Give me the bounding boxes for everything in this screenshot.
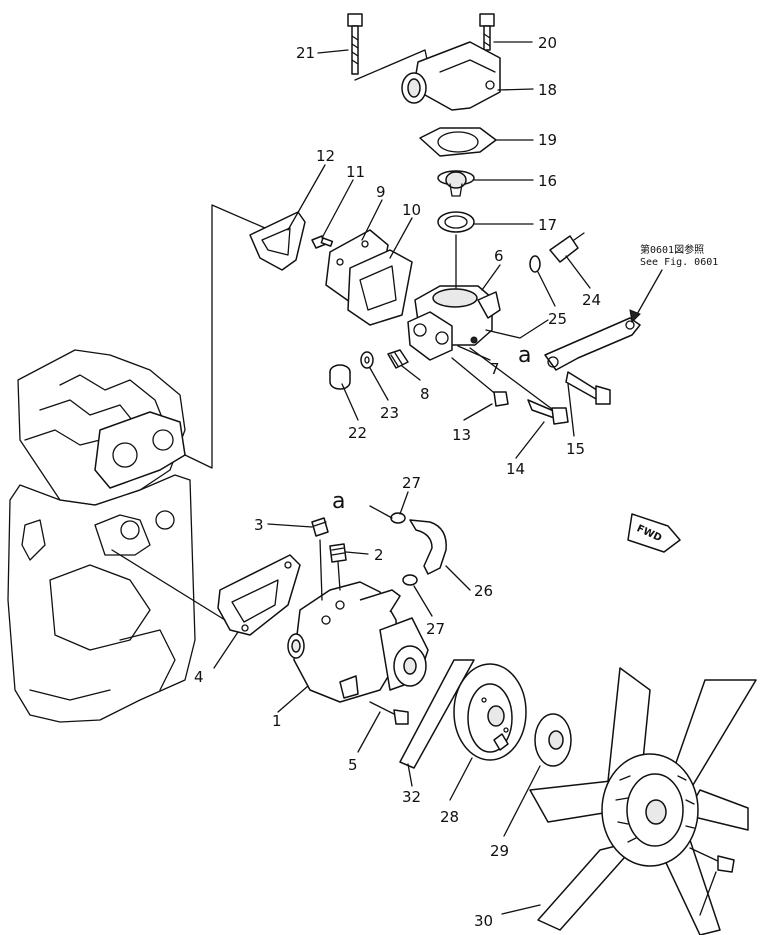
plug-22 (329, 364, 351, 390)
callout-8: 8 (420, 385, 430, 403)
leader-block-to-4 (111, 549, 226, 621)
callout-20: 20 (538, 34, 557, 52)
bolt-20 (479, 13, 495, 51)
callout-12: 12 (316, 147, 335, 165)
marker-a-hose: a (332, 489, 345, 514)
callout-26: 26 (474, 582, 493, 600)
leader-block-to-12 (184, 204, 266, 469)
engine-block (7, 349, 196, 723)
reference-note: 第0601図参照 See Fig. 0601 (629, 243, 718, 324)
bolt-21 (347, 13, 363, 75)
gasket-10 (347, 249, 413, 326)
callout-6: 6 (494, 247, 504, 265)
callout-5: 5 (348, 756, 358, 774)
callout-25: 25 (548, 310, 567, 328)
gasket-4 (217, 554, 301, 636)
fan-30 (529, 667, 757, 935)
sensor-24 (549, 232, 585, 263)
plug-3 (311, 517, 329, 537)
callout-9: 9 (376, 183, 386, 201)
spacer-29 (534, 713, 572, 767)
bolt-13 (451, 357, 509, 407)
callout-27-lower: 27 (426, 620, 445, 638)
callout-32: 32 (402, 788, 421, 806)
leader-a-hose (369, 505, 393, 519)
callout-labels: 21 20 18 19 16 17 12 11 9 10 6 7 a 22 23… (194, 34, 601, 930)
marker-a-housing: a (518, 343, 531, 368)
clamp-27-upper (390, 512, 406, 524)
callout-11: 11 (346, 163, 365, 181)
gasket-19 (419, 127, 497, 157)
reference-note-en: See Fig. 0601 (640, 257, 718, 268)
plug-8 (387, 349, 409, 369)
callout-15: 15 (566, 440, 585, 458)
callout-2: 2 (374, 546, 384, 564)
callout-13: 13 (452, 426, 471, 444)
hose-26 (409, 519, 447, 575)
callout-3: 3 (254, 516, 264, 534)
v-belt-32 (399, 659, 475, 769)
thermostat-16 (437, 170, 475, 197)
bolt-5 (369, 701, 409, 725)
callout-18: 18 (538, 81, 557, 99)
gasket-12 (249, 211, 306, 271)
callout-14: 14 (506, 460, 525, 478)
callout-19: 19 (538, 131, 557, 149)
thermostat-elbow-18 (401, 41, 501, 111)
thermostat-housing-6 (407, 285, 501, 361)
callout-1: 1 (272, 712, 282, 730)
callout-29: 29 (490, 842, 509, 860)
bolt-11 (311, 235, 334, 249)
pulley-28 (453, 663, 527, 761)
callout-22: 22 (348, 424, 367, 442)
callout-23: 23 (380, 404, 399, 422)
callout-21: 21 (296, 44, 315, 62)
washer-23 (360, 351, 374, 369)
bolt-fan (689, 847, 735, 873)
callout-leaders (213, 41, 717, 916)
callout-24: 24 (582, 291, 601, 309)
gasket-ring-17 (437, 211, 475, 233)
callout-10: 10 (402, 201, 421, 219)
callout-16: 16 (538, 172, 557, 190)
bracket-bolt-15 (565, 371, 611, 405)
fwd-direction-sign: FWD (627, 513, 681, 553)
callout-7: 7 (490, 360, 500, 378)
plug-2 (329, 543, 347, 563)
bolt-14 (469, 347, 569, 425)
callout-30: 30 (474, 912, 493, 930)
leader-a-housing (485, 319, 549, 339)
water-pump-1 (287, 539, 429, 703)
reference-note-ja: 第0601図参照 (640, 243, 704, 256)
callout-4: 4 (194, 668, 204, 686)
clamp-27-lower (402, 574, 418, 586)
washer-25 (529, 255, 541, 273)
callout-27-upper: 27 (402, 474, 421, 492)
bracket-link (544, 317, 641, 371)
callout-17: 17 (538, 216, 557, 234)
callout-28: 28 (440, 808, 459, 826)
